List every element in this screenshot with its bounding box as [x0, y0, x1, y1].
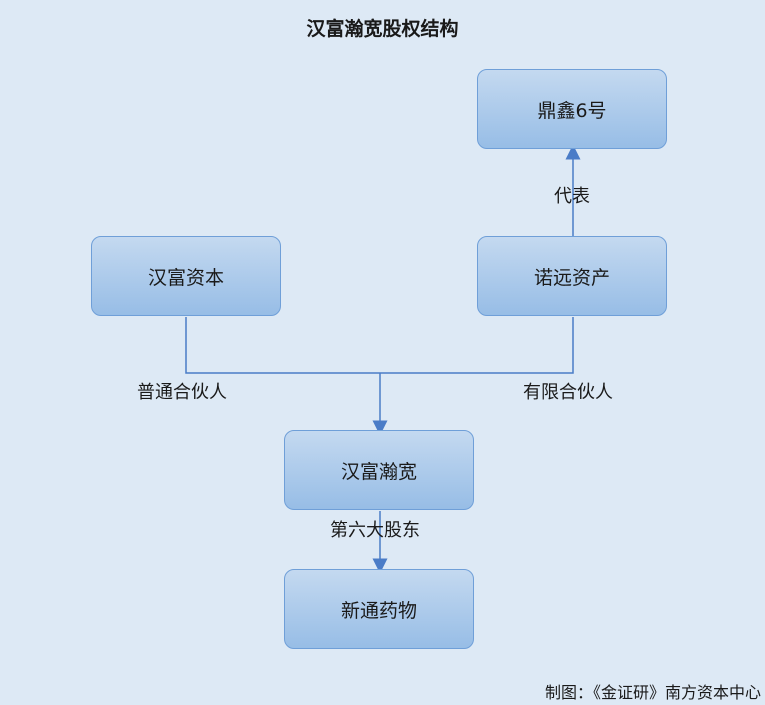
- label-sixth-shareholder: 第六大股东: [330, 520, 420, 541]
- label-general-partner: 普通合伙人: [137, 382, 227, 403]
- node-dingxin: 鼎鑫6号: [477, 69, 667, 149]
- node-hanfu-capital: 汉富资本: [91, 236, 281, 316]
- edge-nuoyuan: [380, 317, 574, 374]
- edge-hanfu-capital: [185, 317, 380, 374]
- node-xintong: 新通药物: [284, 569, 474, 649]
- diagram-title: 汉富瀚宽股权结构: [306, 18, 459, 40]
- node-nuoyuan: 诺远资产: [477, 236, 667, 316]
- node-hanfu-hankuan: 汉富瀚宽: [284, 430, 474, 510]
- label-represent: 代表: [554, 186, 590, 207]
- credit-text: 制图：《金证研》南方资本中心: [544, 683, 761, 702]
- label-limited-partner: 有限合伙人: [523, 382, 613, 403]
